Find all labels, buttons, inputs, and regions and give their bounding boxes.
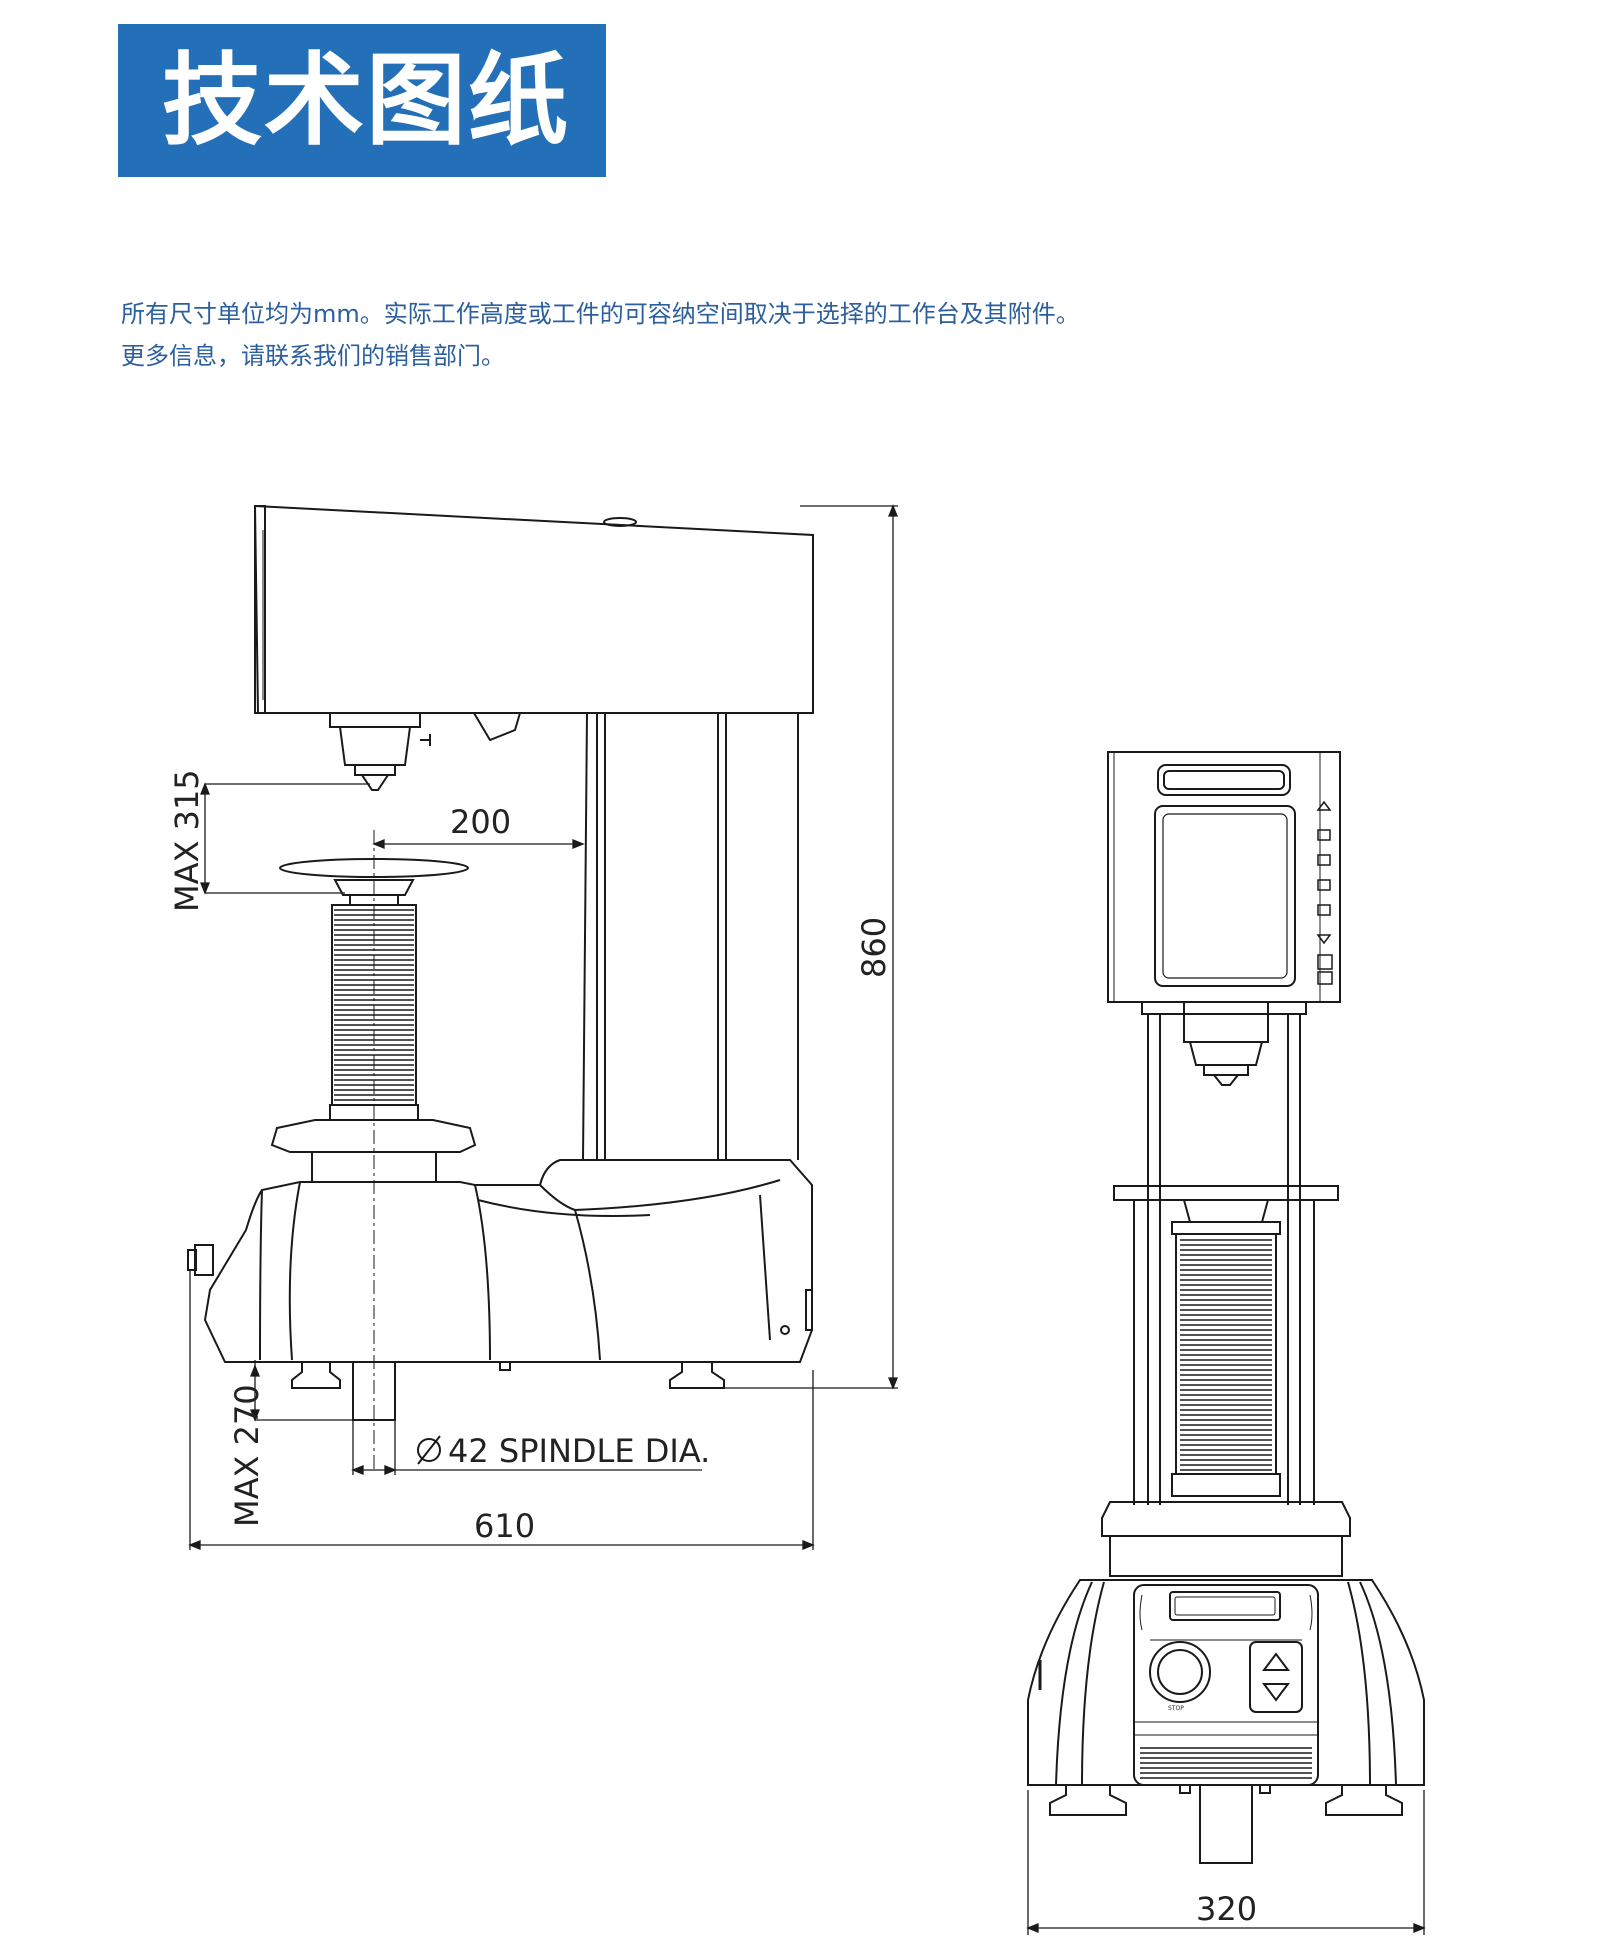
front-lcd xyxy=(1169,1591,1281,1621)
page-title: 技术图纸 xyxy=(118,24,606,177)
side-view xyxy=(187,504,814,1470)
dim-320: 320 xyxy=(1196,1890,1257,1928)
note-line-2: 更多信息，请联系我们的销售部门。 xyxy=(121,342,505,370)
dim-860: 860 xyxy=(855,917,893,978)
front-head-panel xyxy=(1154,805,1296,987)
front-head xyxy=(1107,751,1341,1003)
front-handwheel xyxy=(1101,1501,1351,1577)
dim-200: 200 xyxy=(450,803,511,841)
stop-label: STOP xyxy=(1168,1705,1184,1712)
front-columns xyxy=(1133,1001,1315,1505)
front-screw xyxy=(1171,1233,1281,1497)
side-dimensions xyxy=(188,504,898,1550)
down-arrow-icon xyxy=(1262,1683,1290,1702)
side-feet xyxy=(291,1361,725,1389)
diameter-icon xyxy=(417,1435,441,1465)
side-column xyxy=(582,712,606,1161)
front-control-panel xyxy=(1133,1584,1319,1786)
dim-spindle-dia: 42 SPINDLE DIA. xyxy=(448,1432,710,1470)
front-view xyxy=(1027,751,1425,1864)
side-head-housing xyxy=(253,504,814,714)
note-line-1: 所有尺寸单位均为mm。实际工作高度或工件的可容纳空间取决于选择的工作台及其附件。 xyxy=(121,300,1080,328)
front-knob xyxy=(1149,1641,1211,1703)
side-base xyxy=(203,1159,813,1363)
front-indenter xyxy=(1183,1001,1269,1086)
front-dimensions xyxy=(1026,1790,1426,1935)
dim-max-315: MAX 315 xyxy=(168,769,206,912)
front-feet xyxy=(1049,1784,1403,1816)
dim-max-270: MAX 270 xyxy=(228,1384,266,1527)
side-head-front-strip xyxy=(254,505,266,714)
front-base xyxy=(1027,1579,1425,1786)
front-head-display xyxy=(1157,764,1291,796)
side-emergency-button xyxy=(187,1244,214,1276)
front-spindle xyxy=(1199,1784,1253,1864)
side-indenter xyxy=(329,712,431,791)
up-arrow-icon xyxy=(1262,1652,1290,1671)
notes: 所有尺寸单位均为mm。实际工作高度或工件的可容纳空间取决于选择的工作台及其附件。… xyxy=(121,293,1421,377)
dim-610: 610 xyxy=(474,1507,535,1545)
front-arrow-buttons xyxy=(1249,1641,1303,1713)
